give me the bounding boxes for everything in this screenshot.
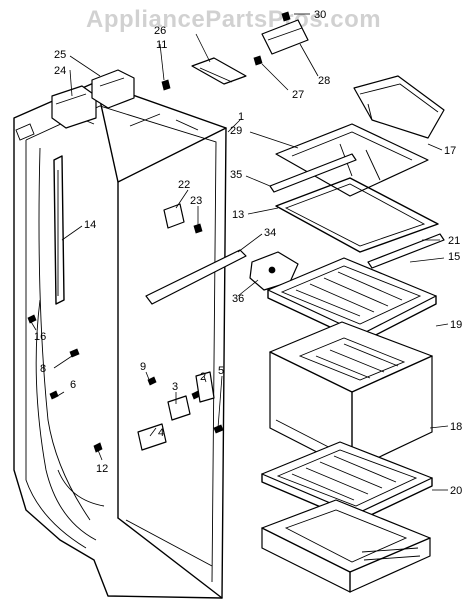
lower-brackets [137, 371, 215, 451]
shelf-frame [275, 177, 439, 253]
callout-28: 28 [318, 75, 330, 87]
top-channel-parts [161, 11, 309, 91]
callout-16: 16 [34, 331, 46, 343]
callout-2: 2 [200, 371, 206, 383]
callout-21: 21 [448, 235, 460, 247]
callout-18: 18 [450, 421, 462, 433]
callout-25: 25 [54, 49, 66, 61]
callout-4: 4 [158, 427, 164, 439]
liner-clips [27, 314, 224, 453]
callout-35: 35 [230, 169, 242, 181]
callout-12: 12 [96, 463, 108, 475]
callout-30: 30 [314, 9, 326, 21]
callout-27: 27 [292, 89, 304, 101]
callout-8: 8 [40, 363, 46, 375]
meat-pan [261, 499, 431, 593]
shelf-rail [367, 233, 445, 269]
callout-5: 5 [218, 365, 224, 377]
callout-20: 20 [450, 485, 462, 497]
wire-harness [35, 299, 105, 541]
storage-bin [353, 75, 445, 139]
callout-34: 34 [264, 227, 276, 239]
callout-1: 1 [238, 111, 244, 123]
callout-9: 9 [140, 361, 146, 373]
callout-24: 24 [54, 65, 66, 77]
vertical-rail [53, 155, 65, 305]
callout-13: 13 [232, 209, 244, 221]
cross-rail [145, 249, 247, 305]
callout-19: 19 [450, 319, 462, 331]
callout-22: 22 [178, 179, 190, 191]
callout-labels: 30 25 24 26 11 28 27 1 29 17 35 22 23 13… [34, 9, 462, 497]
control-housing [51, 69, 135, 129]
shelf-trim [269, 153, 357, 193]
callout-3: 3 [172, 381, 178, 393]
callout-23: 23 [190, 195, 202, 207]
callout-29: 29 [230, 125, 242, 137]
callout-11: 11 [156, 39, 167, 51]
callout-15: 15 [448, 251, 460, 263]
shelf-support-bracket [163, 203, 203, 234]
callout-26: 26 [154, 25, 166, 37]
leader-lines [29, 13, 449, 491]
callout-17: 17 [444, 145, 456, 157]
callout-6: 6 [70, 379, 76, 391]
callout-36: 36 [232, 293, 244, 305]
callout-14: 14 [84, 219, 96, 231]
